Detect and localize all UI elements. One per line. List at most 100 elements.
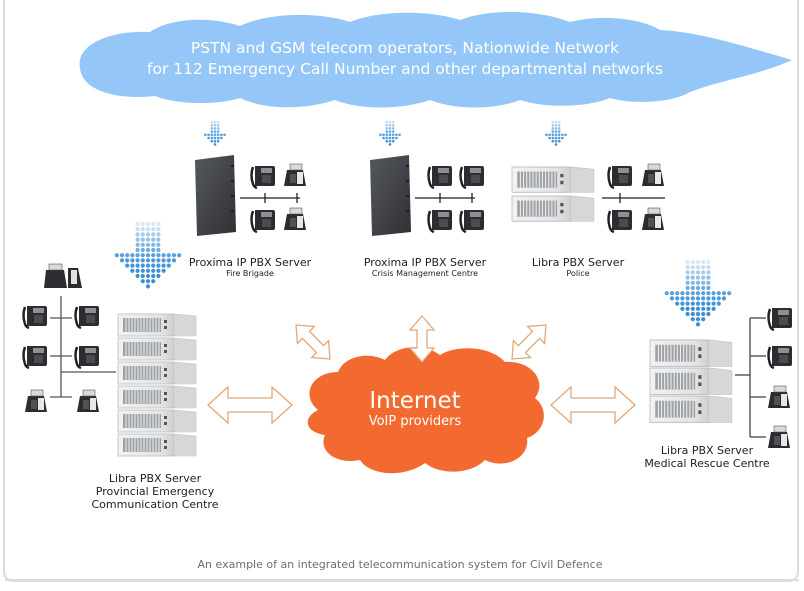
arrow-dot (695, 275, 701, 280)
arrow-dot (721, 296, 727, 301)
arrow-dot (140, 237, 145, 242)
arrow-dot (706, 291, 711, 296)
arrow-dot (210, 139, 214, 143)
node-provincial-emergency (22, 263, 197, 457)
arrow-dot (695, 311, 701, 317)
arrow-dot (551, 120, 555, 124)
arrow-dot (151, 268, 156, 273)
arrow-dot (156, 258, 161, 263)
arrow-dot (701, 259, 706, 265)
arrow-dot (690, 275, 695, 280)
arrow-dot (145, 253, 151, 258)
arrow-dot (690, 306, 695, 311)
arrow-dot (156, 242, 161, 247)
arrow-dot (554, 130, 558, 133)
arrow-dot (690, 285, 695, 291)
desk-phone-icon (767, 306, 794, 332)
arrow-dot (385, 127, 389, 130)
arrow-dot (125, 258, 130, 263)
arrow-dot (145, 247, 151, 253)
arrow-dot (156, 253, 161, 258)
arrow-dot (151, 242, 156, 247)
site-name-line-2: Communication Centre (91, 498, 219, 511)
arrow-dot (690, 270, 695, 275)
arrow-dot (216, 127, 220, 130)
arrow-dot (711, 301, 716, 306)
arrow-dot (675, 296, 680, 301)
arrow-dot (695, 265, 701, 270)
arrow-dot (706, 311, 711, 317)
arrow-dot (213, 120, 217, 124)
arrow-dot (716, 301, 721, 306)
pstn-link-arrow-provincial (114, 221, 182, 289)
arrow-dot (130, 253, 135, 258)
node-medical-rescue (649, 306, 794, 449)
arrow-dot (664, 291, 669, 296)
link-arrow-crisis-internet (408, 315, 436, 363)
arrow-dot (210, 127, 214, 130)
arrow-dot (669, 291, 675, 296)
arrow-dot (551, 133, 555, 137)
arrow-dot (145, 221, 151, 227)
site-name: Medical Rescue Centre (644, 457, 770, 470)
arrow-dot (701, 275, 706, 280)
label-police: Libra PBX Server Police (508, 256, 648, 279)
arrow-dot (385, 139, 389, 143)
arrow-dot (680, 291, 685, 296)
server-name: Libra PBX Server (531, 256, 625, 269)
arrow-dot (551, 136, 555, 140)
arrow-dot (210, 136, 214, 140)
arrow-dot (690, 280, 695, 285)
arrow-dot (151, 263, 156, 268)
arrow-dot (171, 258, 177, 263)
desk-phone-icon (607, 208, 634, 234)
arrow-dot (690, 296, 695, 301)
proxima-server-icon (195, 155, 236, 236)
arrow-dot (391, 139, 395, 143)
arrow-dot (213, 136, 217, 140)
arrow-dot (151, 232, 156, 237)
pstn-link-arrow-police (545, 120, 567, 146)
arrow-dot (706, 296, 711, 301)
diagram-caption: An example of an integrated telecommunic… (197, 558, 603, 571)
arrow-dot (140, 247, 145, 253)
arrow-dot (388, 133, 392, 137)
arrow-dot (701, 311, 706, 317)
arrow-dot (690, 291, 695, 296)
proxima-server-icon (370, 155, 411, 236)
arrow-dot (130, 258, 135, 263)
arrow-dot (135, 227, 140, 232)
arrow-dot (711, 291, 716, 296)
arrow-dot (156, 268, 161, 273)
internet-cloud-subtitle: VoIP providers (368, 414, 462, 429)
arrow-dot (690, 259, 695, 265)
arrow-dot (695, 317, 701, 322)
arrow-dot (151, 279, 156, 284)
arrow-dot (701, 280, 706, 285)
arrow-dot (548, 133, 551, 137)
arrow-dot (706, 275, 711, 280)
arrow-dot (166, 263, 171, 268)
arrow-dot (701, 265, 706, 270)
arrow-dot (391, 136, 395, 140)
arrow-dot (695, 291, 701, 296)
arrow-dot (551, 130, 555, 133)
arrow-dot (706, 285, 711, 291)
desk-phone-icon (459, 164, 486, 190)
arrow-dot (701, 296, 706, 301)
arrow-dot (207, 136, 210, 140)
arrow-dot (385, 133, 389, 137)
link-arrow-provincial-internet (207, 385, 293, 425)
arrow-dot (135, 268, 140, 273)
arrow-dot (156, 247, 161, 253)
arrow-dot (557, 123, 561, 127)
arrow-dot (213, 123, 217, 127)
arrow-dot (213, 139, 217, 143)
arrow-dot (685, 296, 690, 301)
arrow-dot (145, 227, 151, 232)
arrow-dot (690, 317, 695, 322)
arrow-dot (135, 247, 140, 253)
arrow-dot (151, 247, 156, 253)
arrow-dot (680, 296, 685, 301)
arrow-dot (695, 285, 701, 291)
